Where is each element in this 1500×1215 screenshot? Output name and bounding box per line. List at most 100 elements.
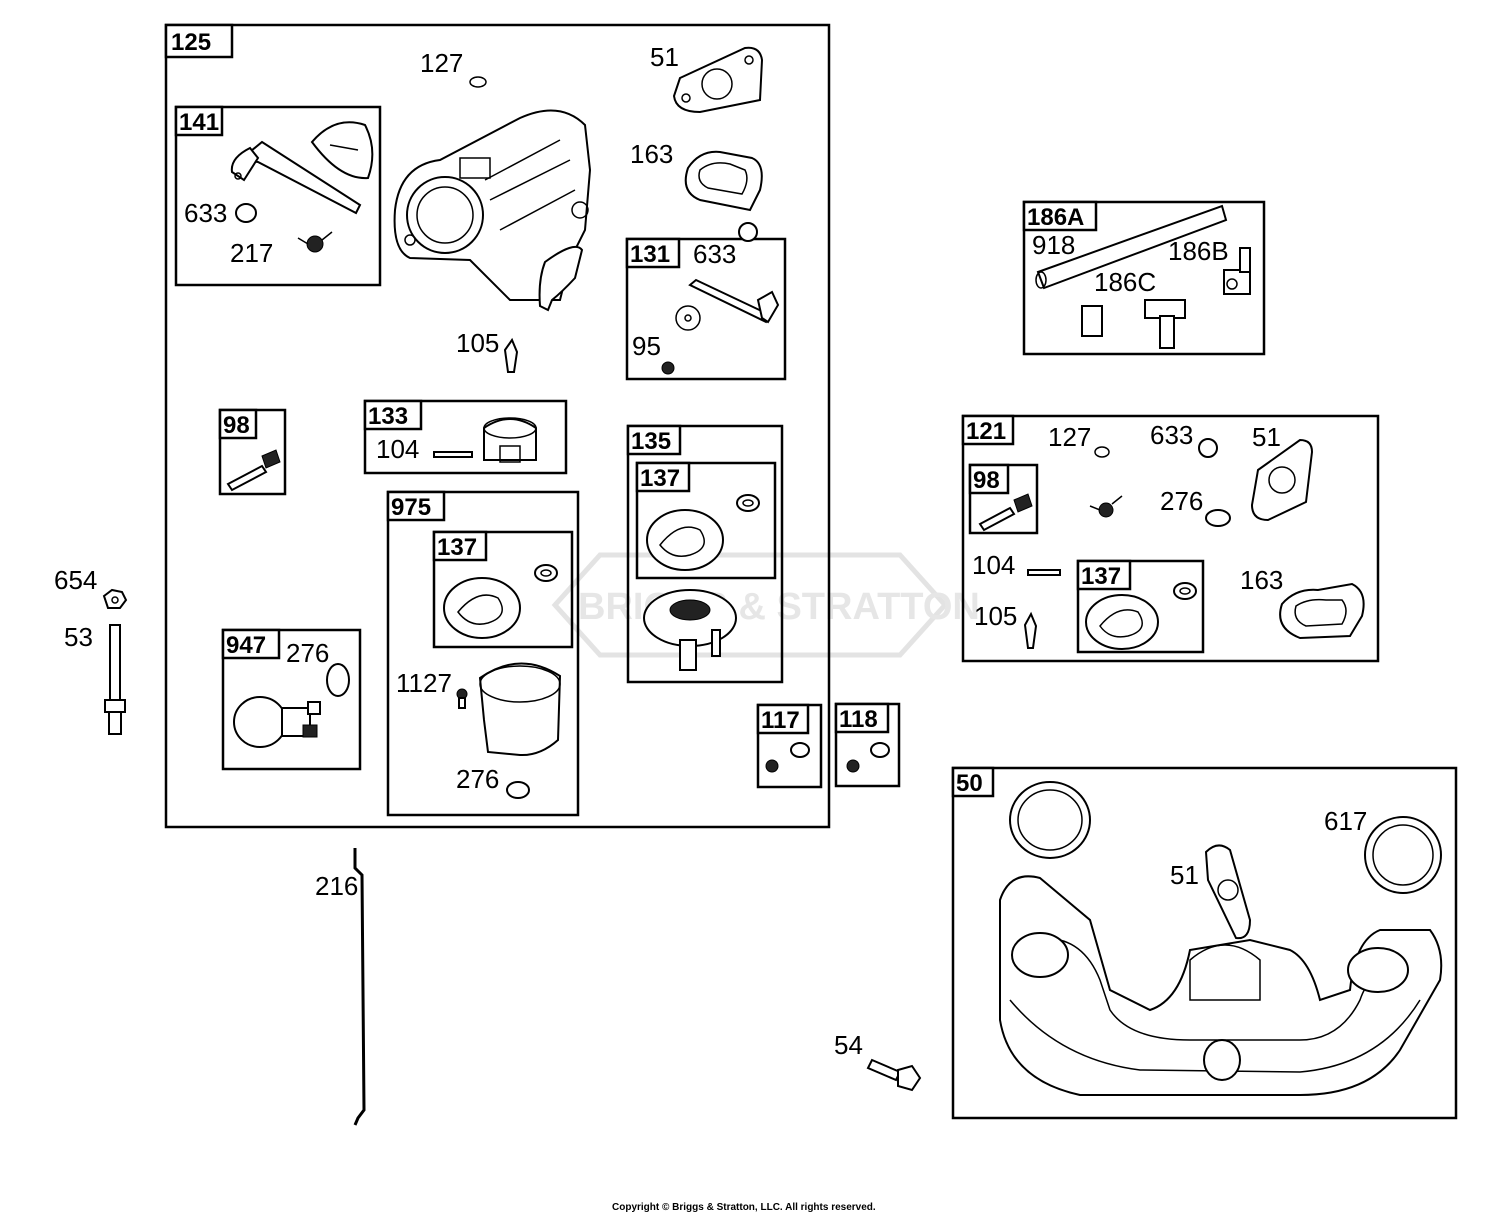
assembly-186A-label[interactable]: 186A (1027, 204, 1084, 231)
part-105-label[interactable]: 105 (456, 328, 499, 358)
part-633-label[interactable]: 633 (184, 198, 227, 228)
assembly-137-label[interactable]: 137 (1081, 563, 1121, 590)
assembly-118-label[interactable]: 118 (839, 706, 878, 733)
part-186C-label[interactable]: 186C (1094, 267, 1156, 297)
part-163-label[interactable]: 163 (1240, 565, 1283, 595)
assembly-137-frame (432, 530, 574, 649)
part-216-label[interactable]: 216 (315, 871, 358, 901)
assembly-947-label[interactable]: 947 (226, 632, 266, 659)
gasket-set-icon (1085, 582, 1197, 650)
part-216-governor-link-icon (353, 848, 366, 1126)
assembly-50-label[interactable]: 50 (956, 770, 983, 797)
part-186B-label[interactable]: 186B (1168, 236, 1229, 266)
part-617-label[interactable]: 617 (1324, 806, 1367, 836)
part-51-label[interactable]: 51 (1170, 860, 1199, 890)
watermark-text: BRIGGS & STRATTON (578, 586, 980, 628)
assembly-137-tagbox (1076, 559, 1132, 591)
part-127-label[interactable]: 127 (1048, 422, 1091, 452)
part-105-needle-icon (503, 337, 519, 373)
assembly-137-label[interactable]: 137 (640, 465, 680, 492)
assembly-133-tagbox (363, 399, 423, 431)
float-bowl-icon (478, 662, 562, 757)
part-276-washer-icon (1205, 509, 1231, 527)
part-633-bushing-icon (1198, 438, 1218, 458)
solenoid-icon (233, 696, 321, 748)
assembly-117-label[interactable]: 117 (761, 707, 800, 734)
part-54-bolt-icon (866, 1058, 922, 1092)
part-163-label[interactable]: 163 (630, 139, 673, 169)
part-54-label[interactable]: 54 (834, 1030, 863, 1060)
assembly-131-frame (625, 237, 787, 381)
part-276-label[interactable]: 276 (286, 638, 329, 668)
assembly-98-tagbox (968, 463, 1010, 495)
assembly-135-tagbox (626, 424, 682, 456)
assembly-141-label[interactable]: 141 (179, 109, 219, 136)
assembly-135-label[interactable]: 135 (631, 428, 671, 455)
assembly-137-frame (1076, 559, 1205, 654)
assembly-135-frame (626, 424, 784, 684)
part-617-seal-icon (1364, 816, 1442, 894)
part-51-gasket-icon (1204, 844, 1252, 940)
part-127-icon (1094, 446, 1110, 458)
assembly-975-frame (386, 490, 580, 817)
part-51-label[interactable]: 51 (1252, 422, 1281, 452)
part-104-label[interactable]: 104 (972, 550, 1015, 580)
watermark: BRIGGS & STRATTON (551, 552, 980, 658)
assembly-50-frame (951, 766, 1458, 1120)
assembly-131-label[interactable]: 131 (630, 241, 670, 268)
assembly-118-tagbox (834, 702, 890, 734)
part-51-gasket-icon (672, 46, 764, 114)
part-633-bushing-icon (738, 222, 758, 242)
screw-and-washer-icon (846, 742, 890, 773)
part-918-label[interactable]: 918 (1032, 230, 1075, 260)
assembly-121-label[interactable]: 121 (966, 418, 1006, 445)
part-276-washer-icon (326, 663, 350, 697)
gasket-set-icon (443, 564, 558, 639)
part-105-needle-icon (1023, 611, 1038, 649)
part-1127-label[interactable]: 1127 (396, 668, 452, 698)
assembly-121-frame (961, 414, 1380, 663)
assembly-137-tagbox (432, 530, 488, 562)
part-127-label[interactable]: 127 (420, 48, 463, 78)
part-95-label[interactable]: 95 (632, 331, 661, 361)
assembly-98-label[interactable]: 98 (973, 467, 1000, 494)
assembly-947-frame (221, 628, 362, 771)
assembly-125-label[interactable]: 125 (171, 29, 211, 56)
part-654-nut-icon (102, 588, 128, 609)
part-104-label[interactable]: 104 (376, 434, 419, 464)
throttle-shaft-icon (230, 121, 374, 215)
part-95-screw-icon (661, 361, 675, 375)
assembly-137-label[interactable]: 137 (437, 534, 477, 561)
part-51-label[interactable]: 51 (650, 42, 679, 72)
part-105-label[interactable]: 105 (974, 601, 1017, 631)
assembly-137-tagbox (635, 461, 691, 493)
part-217-label[interactable]: 217 (230, 238, 273, 268)
idle-screw-icon (978, 493, 1033, 532)
part-186B-fitting-icon (1223, 247, 1251, 295)
assembly-133-frame (363, 399, 568, 475)
screw-and-washer-icon (765, 742, 810, 773)
assembly-117-tagbox (756, 703, 810, 735)
part-53-label[interactable]: 53 (64, 622, 93, 652)
part-186C-fitting-icon (1081, 299, 1186, 349)
assembly-121-tagbox (961, 414, 1015, 446)
part-163-gasket-icon (1279, 582, 1365, 640)
part-1127-screw-icon (456, 688, 468, 709)
assembly-975-label[interactable]: 975 (391, 494, 431, 521)
assembly-98-label[interactable]: 98 (223, 412, 250, 439)
assembly-125-frame (164, 23, 831, 829)
carburetor-body-icon (393, 109, 592, 312)
float-icon (483, 417, 537, 463)
part-163-gasket-icon (684, 150, 763, 212)
assembly-98-tagbox (218, 408, 258, 440)
assembly-133-label[interactable]: 133 (368, 403, 408, 430)
part-53-stud-icon (104, 624, 126, 735)
part-217-spring-icon (297, 231, 333, 253)
part-654-label[interactable]: 654 (54, 565, 97, 595)
part-633-label[interactable]: 633 (693, 239, 736, 269)
part-276-label[interactable]: 276 (1160, 486, 1203, 516)
part-276-label[interactable]: 276 (456, 764, 499, 794)
part-633-label[interactable]: 633 (1150, 420, 1193, 450)
assembly-50-tagbox (951, 766, 995, 798)
